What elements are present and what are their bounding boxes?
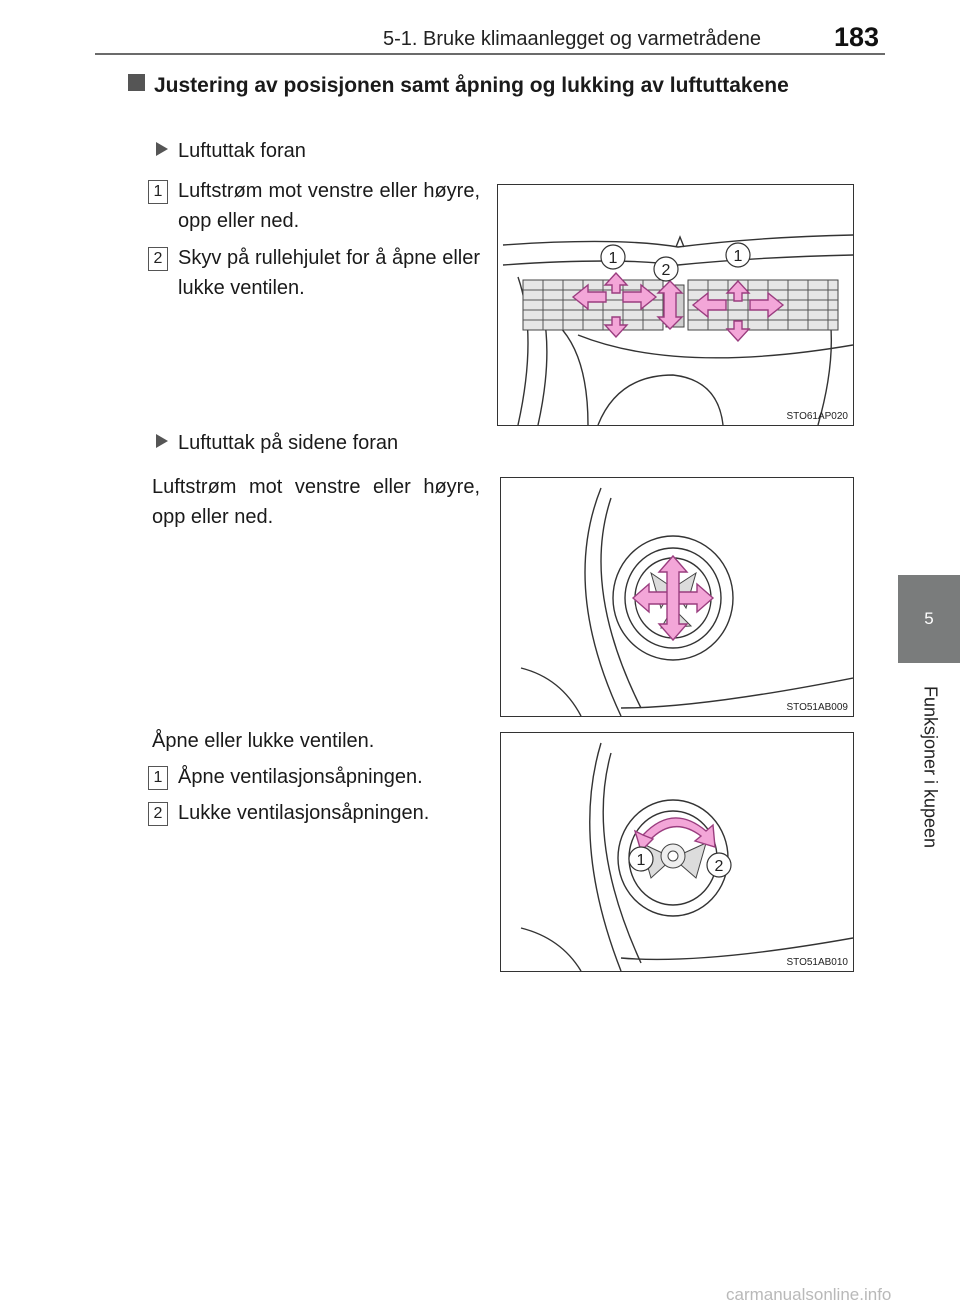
square-bullet-icon <box>128 74 145 91</box>
subheading-front-text: Luftuttak foran <box>178 140 306 162</box>
list-item: 2 Lukke ventilasjonsåpningen. <box>148 798 480 828</box>
figure-label: 1 <box>609 250 618 267</box>
callout-2 <box>653 256 679 282</box>
figure-label: 2 <box>715 858 724 875</box>
list-item: 1 Luftstrøm mot venstre eller høyre, opp… <box>148 176 480 236</box>
figure-side-vent-dial: 1 2 STO51AB010 <box>500 732 854 972</box>
step-number: 1 <box>148 180 168 204</box>
header-rule <box>95 53 885 55</box>
watermark: carmanualsonline.info <box>726 1285 892 1304</box>
subheading-side-text: Luftuttak på sidene foran <box>178 432 399 454</box>
chapter-title: Funksjoner i kupeen <box>917 672 943 862</box>
figure-code: STO61AP020 <box>786 411 848 422</box>
section-heading-text: Justering av posisjonen samt åpning og l… <box>154 74 789 97</box>
paragraph: Åpne eller lukke ventilen. <box>152 730 375 752</box>
triangle-bullet-icon <box>156 142 168 156</box>
list-item-text: Lukke ventilasjonsåpningen. <box>178 802 430 824</box>
step-number: 2 <box>148 247 168 271</box>
step-number: 1 <box>148 766 168 790</box>
figure-front-vents: 1 2 1 STO61AP020 <box>497 184 854 426</box>
figure-code: STO51AB010 <box>786 957 848 968</box>
figure-label: 2 <box>662 262 671 279</box>
subheading-front: Luftuttak foran <box>156 140 306 163</box>
page-number: 183 <box>834 22 880 52</box>
callout-1 <box>725 242 751 268</box>
chapter-number: 5 <box>924 609 934 628</box>
list-item: 1 Åpne ventilasjonsåpningen. <box>148 762 480 792</box>
figure-label: 1 <box>734 248 743 265</box>
side-vent-illustration <box>520 487 853 716</box>
paragraph: Luftstrøm mot venstre eller høyre, opp e… <box>152 476 480 528</box>
list-item-text: Luftstrøm mot venstre eller høyre, opp e… <box>178 180 480 232</box>
section-title: 5-1. Bruke klimaanlegget og varmetrådene <box>383 28 761 50</box>
callout-2 <box>706 852 732 878</box>
side-vent-dial-illustration: 1 2 <box>520 742 853 971</box>
figure-side-vent: STO51AB009 <box>500 477 854 717</box>
step-number: 2 <box>148 802 168 826</box>
figure-label: 1 <box>637 852 646 869</box>
list-item: 2 Skyv på rullehjulet for å åpne eller l… <box>148 243 480 303</box>
callout-1 <box>628 846 654 872</box>
list-item-text: Åpne ventilasjonsåpningen. <box>178 766 423 788</box>
list-item-text: Skyv på rullehjulet for å åpne eller luk… <box>178 247 480 299</box>
triangle-bullet-icon <box>156 434 168 448</box>
figure-code: STO51AB009 <box>786 702 848 713</box>
chapter-tab: 5 <box>898 575 960 663</box>
section-heading: Justering av posisjonen samt åpning og l… <box>128 70 848 101</box>
subheading-side: Luftuttak på sidene foran <box>156 432 398 455</box>
callout-1 <box>600 244 626 270</box>
front-vent-illustration: 1 2 1 <box>502 234 853 425</box>
chapter-title-text: Funksjoner i kupeen <box>920 685 941 849</box>
